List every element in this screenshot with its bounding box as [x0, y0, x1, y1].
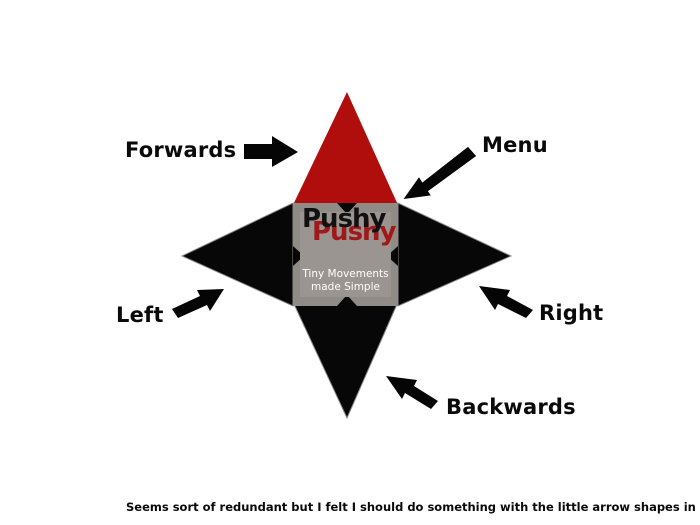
panel-notch-top-icon: [337, 203, 357, 214]
backwards-button[interactable]: [292, 301, 399, 420]
panel-notch-right-icon: [387, 246, 398, 266]
forwards-button[interactable]: [293, 92, 398, 205]
forwards-pointer-arrow-icon: [244, 136, 298, 167]
right-pointer-arrow-icon: [479, 286, 533, 318]
forwards-label: Forwards: [125, 138, 237, 162]
menu-pointer-arrow-icon: [400, 147, 476, 201]
right-label: Right: [539, 301, 604, 325]
panel-notch-bottom-icon: [337, 295, 357, 306]
panel-notch-left-icon: [293, 246, 304, 266]
menu-label: Menu: [482, 133, 548, 157]
logo-shadow: Pushy: [312, 217, 396, 247]
tagline: Tiny Movements made Simple: [293, 268, 398, 294]
backwards-label: Backwards: [446, 395, 576, 419]
logo: Pushy: [302, 204, 386, 234]
tagline-line-1: Tiny Movements: [302, 268, 389, 280]
tagline-line-2: made Simple: [311, 281, 380, 293]
menu-plate: [300, 212, 391, 297]
backwards-pointer-arrow-icon: [386, 376, 438, 409]
left-pointer-arrow-icon: [172, 289, 224, 318]
left-label: Left: [116, 303, 164, 327]
footer-note: Seems sort of redundant but I felt I sho…: [126, 500, 700, 514]
